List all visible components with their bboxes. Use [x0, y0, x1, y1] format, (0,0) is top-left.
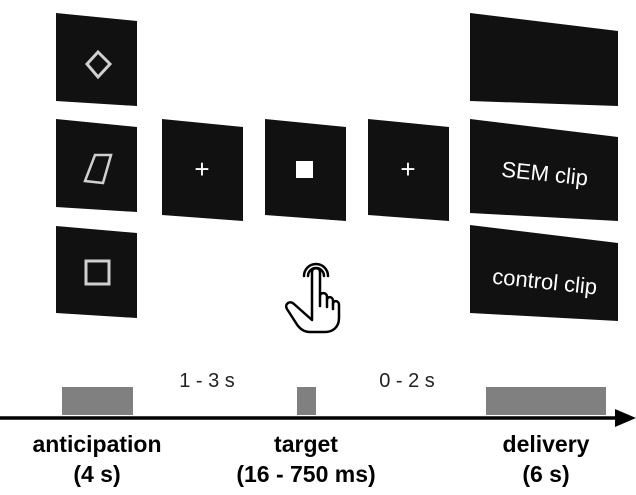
fixation-screen-1: + [162, 119, 243, 221]
cue-screen-diamond [56, 13, 137, 106]
phase-label-anticipation: anticipation [32, 431, 161, 457]
interval-label-target-delivery: 0 - 2 s [379, 370, 435, 392]
interval-label-anticipation-target: 1 - 3 s [179, 370, 235, 392]
cue-screen-parallelogram [56, 119, 137, 212]
diamond-icon [85, 49, 113, 80]
fixation-screen-2: + [368, 119, 449, 221]
delivery-screen-control-clip: control clip [470, 225, 618, 321]
cue-screen-square [56, 226, 137, 318]
fixation-cross-1: + [194, 154, 209, 184]
phase-duration-anticipation: (4 s) [73, 461, 120, 487]
target-duration-bar [297, 387, 316, 415]
delivery-screen-sem-clip: SEM clip [470, 119, 618, 221]
target-square [296, 161, 313, 178]
delivery-screen-blank [470, 13, 618, 106]
phase-label-delivery: delivery [503, 431, 590, 457]
arrowhead-icon [615, 409, 636, 427]
target-screen [265, 119, 346, 221]
fixation-cross-2: + [400, 154, 415, 184]
square-icon [84, 259, 111, 286]
phase-duration-delivery: (6 s) [522, 461, 569, 487]
parallelogram-icon [83, 153, 113, 185]
time-axis-arrow [0, 409, 636, 427]
phase-label-target: target [274, 431, 338, 457]
phase-duration-target: (16 - 750 ms) [236, 461, 375, 487]
pointing-hand-icon [285, 262, 341, 334]
anticipation-duration-bar [62, 387, 133, 415]
delivery-duration-bar [486, 387, 606, 415]
